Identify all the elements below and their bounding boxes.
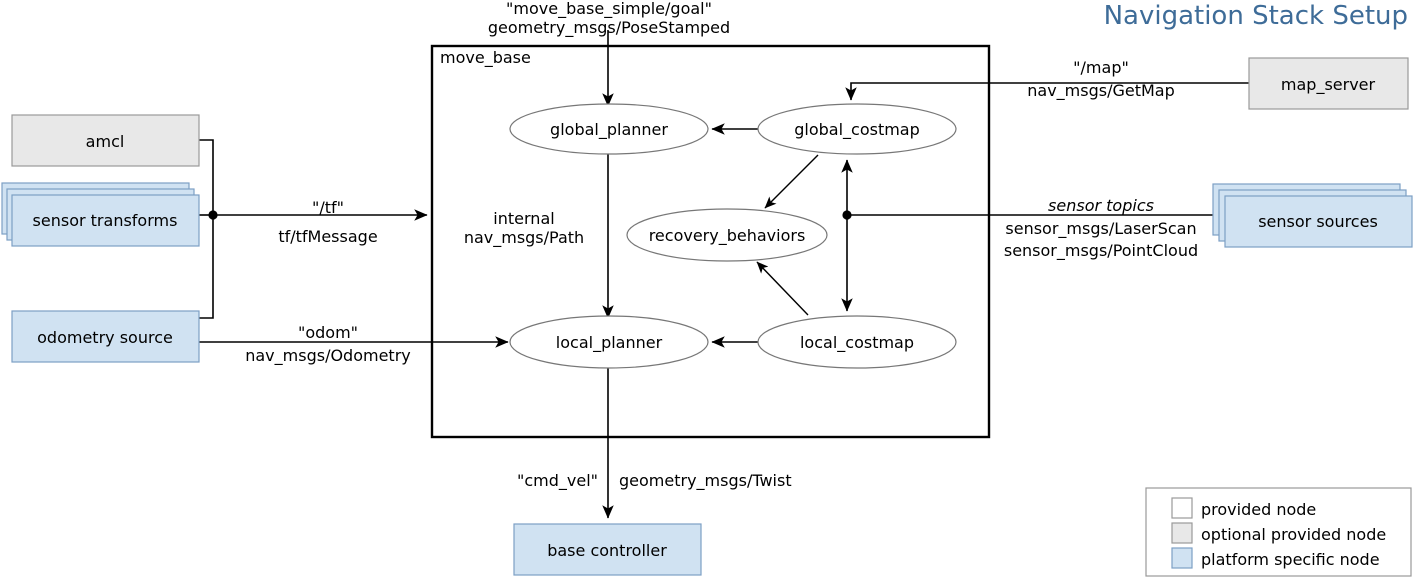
edge-map bbox=[845, 82, 1249, 101]
edge-label-sensor-topics-type-1: sensor_msgs/LaserScan bbox=[1005, 219, 1196, 239]
page-title: Navigation Stack Setup bbox=[1104, 1, 1408, 31]
edge-odom-to-tf bbox=[199, 215, 214, 319]
edge-label-map-type: nav_msgs/GetMap bbox=[1027, 81, 1175, 101]
legend-swatch-provided-node bbox=[1171, 497, 1193, 519]
node-sensor-sources-label: sensor sources bbox=[1258, 212, 1378, 231]
sensor-topics-junction bbox=[842, 210, 852, 220]
node-sensor-transforms-label: sensor transforms bbox=[33, 211, 178, 230]
edge-label-internal-type: nav_msgs/Path bbox=[464, 228, 584, 248]
node-local-costmap[interactable]: local_costmap bbox=[757, 315, 957, 369]
node-map-server-label: map_server bbox=[1281, 75, 1376, 95]
node-amcl-label: amcl bbox=[86, 132, 125, 151]
move-base-container bbox=[430, 44, 991, 439]
legend-swatch-platform-specific-node bbox=[1171, 547, 1193, 569]
node-local-planner-label: local_planner bbox=[556, 333, 663, 353]
edge-label-odom-topic: "odom" bbox=[298, 323, 358, 342]
node-base-controller-label: base controller bbox=[547, 541, 667, 560]
node-global-costmap[interactable]: global_costmap bbox=[757, 103, 957, 155]
node-local-costmap-label: local_costmap bbox=[800, 333, 914, 353]
edge-label-goal-type: geometry_msgs/PoseStamped bbox=[488, 18, 730, 38]
edge-label-sensor-topics-topic: sensor topics bbox=[1048, 196, 1154, 215]
node-global-planner[interactable]: global_planner bbox=[509, 103, 709, 155]
edge-label-odom-type: nav_msgs/Odometry bbox=[245, 346, 411, 366]
node-map-server[interactable]: map_server bbox=[1248, 57, 1409, 110]
edge-label-internal-topic: internal bbox=[493, 209, 554, 228]
edge-label-map-topic: "/map" bbox=[1073, 58, 1129, 77]
legend-item-platform-specific-node: platform specific node bbox=[1171, 547, 1380, 569]
node-base-controller[interactable]: base controller bbox=[513, 523, 702, 576]
legend-label-optional-provided-node: optional provided node bbox=[1201, 525, 1386, 544]
edge-label-goal-topic: "move_base_simple/goal" bbox=[506, 0, 712, 19]
node-amcl[interactable]: amcl bbox=[11, 114, 200, 167]
move-base-label: move_base bbox=[440, 48, 531, 68]
node-odometry-source-label: odometry source bbox=[37, 328, 173, 347]
node-sensor-transforms[interactable]: sensor transforms bbox=[1, 182, 200, 247]
legend-item-provided-node: provided node bbox=[1171, 497, 1316, 519]
edge-label-tf-topic: "/tf" bbox=[312, 198, 344, 217]
legend-swatch-optional-provided-node bbox=[1171, 522, 1193, 544]
edge-global-costmap-to-recovery bbox=[764, 154, 819, 209]
node-recovery-behaviors-label: recovery_behaviors bbox=[649, 226, 806, 246]
node-global-costmap-label: global_costmap bbox=[794, 120, 920, 140]
edge-label-cmd-vel-type: geometry_msgs/Twist bbox=[619, 471, 792, 491]
node-local-planner[interactable]: local_planner bbox=[509, 315, 709, 369]
edge-label-cmd-vel-topic: "cmd_vel" bbox=[517, 471, 598, 491]
node-recovery-behaviors[interactable]: recovery_behaviors bbox=[626, 208, 828, 262]
node-global-planner-label: global_planner bbox=[550, 120, 668, 140]
edge-label-sensor-topics-type-2: sensor_msgs/PointCloud bbox=[1004, 241, 1198, 261]
legend-label-platform-specific-node: platform specific node bbox=[1201, 550, 1380, 569]
legend: provided node optional provided node pla… bbox=[1145, 487, 1412, 577]
node-odometry-source[interactable]: odometry source bbox=[11, 310, 200, 363]
legend-item-optional-provided-node: optional provided node bbox=[1171, 522, 1386, 544]
legend-label-provided-node: provided node bbox=[1201, 500, 1316, 519]
node-sensor-sources[interactable]: sensor sources bbox=[1212, 183, 1413, 248]
edge-local-costmap-to-recovery bbox=[756, 261, 809, 316]
edge-label-tf-type: tf/tfMessage bbox=[278, 227, 377, 246]
edge-amcl-to-tf bbox=[199, 139, 214, 215]
